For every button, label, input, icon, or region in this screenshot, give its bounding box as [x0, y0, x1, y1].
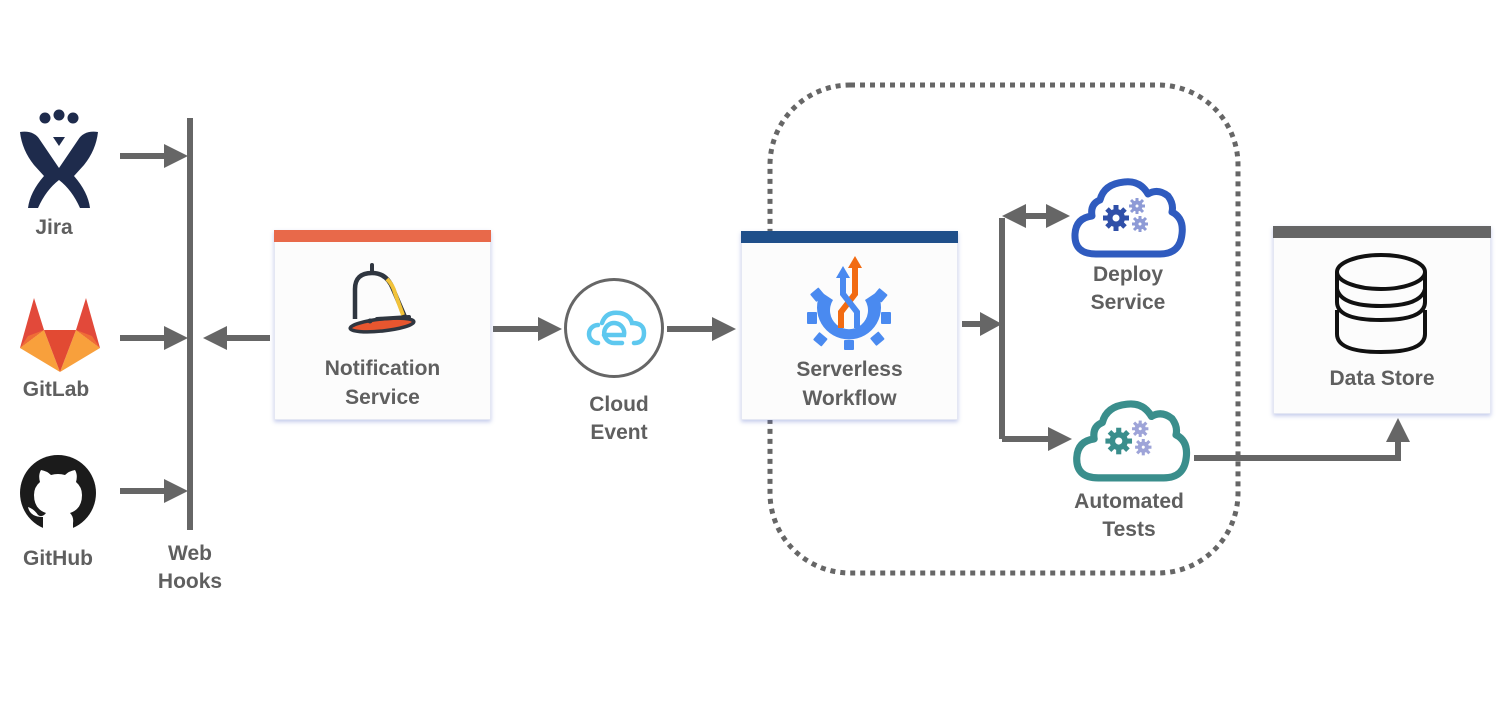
arrow-jira-to-webhooks	[120, 144, 188, 168]
arrow-workflow-to-deploy-bidirectional	[1002, 204, 1070, 228]
webhooks-label: Web Hooks	[157, 542, 223, 593]
datastore-accent-bar	[1273, 226, 1491, 238]
jira-icon	[20, 109, 98, 208]
automated-tests-label: Automated Tests	[1074, 490, 1184, 541]
arrow-notification-to-webhooks	[203, 326, 270, 350]
arrow-tests-to-datastore	[1194, 418, 1410, 461]
source-jira[interactable]: Jira	[14, 109, 104, 245]
tests-cloud-gears-icon	[1073, 400, 1191, 482]
arrow-cloudevent-to-workflow	[667, 317, 736, 341]
arrow-workflow-to-tests	[1002, 427, 1072, 451]
data-store-node[interactable]: Data Store	[1273, 226, 1491, 414]
serverless-workflow-title: Serverless Workflow	[796, 358, 903, 410]
notification-service-node[interactable]: Notification Service	[274, 230, 491, 420]
deploy-cloud-gears-icon	[1071, 178, 1186, 258]
deploy-service-label: Deploy Service	[1090, 263, 1166, 314]
workflow-accent-bar	[741, 231, 958, 243]
notification-service-title: Notification Service	[324, 357, 441, 409]
source-label-jira: Jira	[35, 216, 73, 239]
deploy-service-node[interactable]: Deploy Service	[1070, 174, 1190, 319]
notification-accent-bar	[274, 230, 491, 242]
database-icon	[1335, 253, 1427, 355]
source-github[interactable]: GitHub	[12, 455, 112, 575]
arrow-notification-to-cloudevent	[493, 317, 562, 341]
source-label-github: GitHub	[23, 547, 93, 570]
serverless-workflow-icon	[807, 256, 891, 350]
cloud-event-label: Cloud Event	[589, 393, 649, 444]
source-label-gitlab: GitLab	[22, 378, 90, 401]
cloudevents-icon	[586, 310, 647, 346]
cloud-event-node[interactable]	[564, 278, 664, 378]
arrow-workflow-branch	[962, 218, 1005, 439]
arrow-github-to-webhooks	[120, 479, 188, 503]
bell-icon	[348, 263, 416, 334]
arrow-gitlab-to-webhooks	[120, 326, 188, 350]
gitlab-icon	[20, 298, 100, 372]
source-gitlab[interactable]: GitLab	[10, 292, 110, 407]
data-store-title: Data Store	[1329, 367, 1435, 390]
github-icon	[20, 455, 96, 531]
serverless-workflow-node[interactable]: Serverless Workflow	[741, 231, 958, 420]
automated-tests-node[interactable]: Automated Tests	[1070, 396, 1191, 546]
